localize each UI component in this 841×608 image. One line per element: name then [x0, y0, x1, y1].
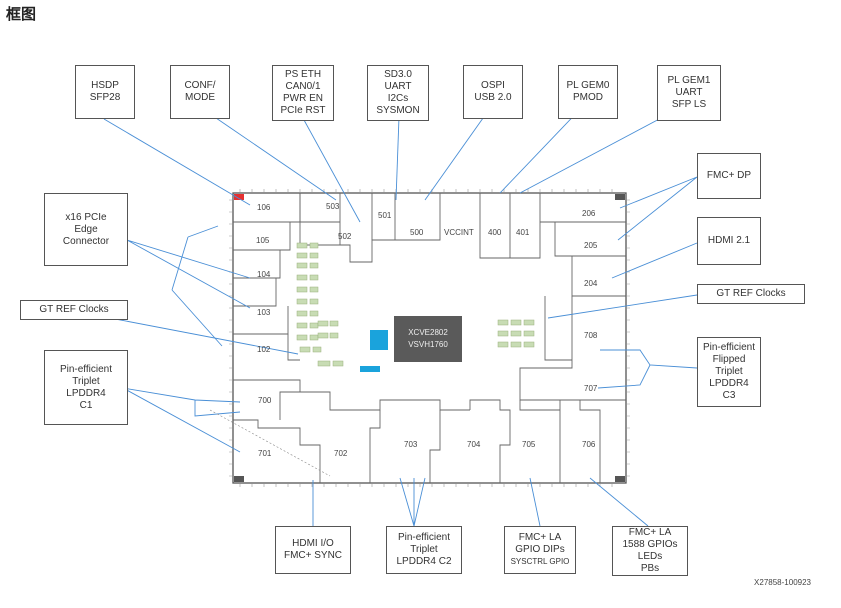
bank-704-label: 704 — [467, 440, 481, 449]
callout-hdmi-2-1: HDMI 2.1 — [697, 217, 761, 265]
bank-708-label: 708 — [584, 331, 598, 340]
bank-502-label: 502 — [338, 232, 352, 241]
cyan-block — [370, 330, 388, 350]
bank-205-label: 205 — [584, 241, 598, 250]
bank-705-label: 705 — [522, 440, 536, 449]
chip-part-number: XCVE2802 — [408, 328, 448, 337]
bank-400-label: 400 — [488, 228, 502, 237]
bank-500-label: 500 — [410, 228, 424, 237]
callout-gt-ref-clocks-right: GT REF Clocks — [697, 284, 805, 304]
bank-106-label: 106 — [257, 203, 271, 212]
bank-501-label: 501 — [378, 211, 392, 220]
connector-lines — [103, 102, 698, 527]
callout-gt-ref-clocks-left: GT REF Clocks — [20, 300, 128, 320]
chip-package: VSVH1760 — [408, 340, 448, 349]
callout-conf-mode: CONF/MODE — [170, 65, 230, 119]
callout-fmc-dp: FMC+ DP — [697, 153, 761, 199]
die-ticks — [229, 189, 630, 487]
figure-code: X27858-100923 — [754, 578, 811, 587]
io-pad-clusters — [296, 242, 535, 367]
bank-700-label: 700 — [258, 396, 272, 405]
bank-borders — [233, 193, 626, 483]
corner-marker-red — [234, 194, 244, 200]
bank-401-label: 401 — [516, 228, 530, 237]
bank-104-label: 104 — [257, 270, 271, 279]
cyan-block-small — [360, 366, 380, 372]
bank-206-label: 206 — [582, 209, 596, 218]
bank-707-label: 707 — [584, 384, 598, 393]
bank-103-label: 103 — [257, 308, 271, 317]
page-heading: 框图 — [6, 5, 37, 23]
bank-102-label: 102 — [257, 345, 271, 354]
bank-702-label: 702 — [334, 449, 348, 458]
central-chip — [394, 316, 462, 362]
bank-204-label: 204 — [584, 279, 598, 288]
bank-703-label: 703 — [404, 440, 418, 449]
vccint-label: VCCINT — [444, 228, 474, 237]
bank-503-label: 503 — [326, 202, 340, 211]
bank-105-label: 105 — [256, 236, 270, 245]
bank-701-label: 701 — [258, 449, 272, 458]
bank-706-label: 706 — [582, 440, 596, 449]
